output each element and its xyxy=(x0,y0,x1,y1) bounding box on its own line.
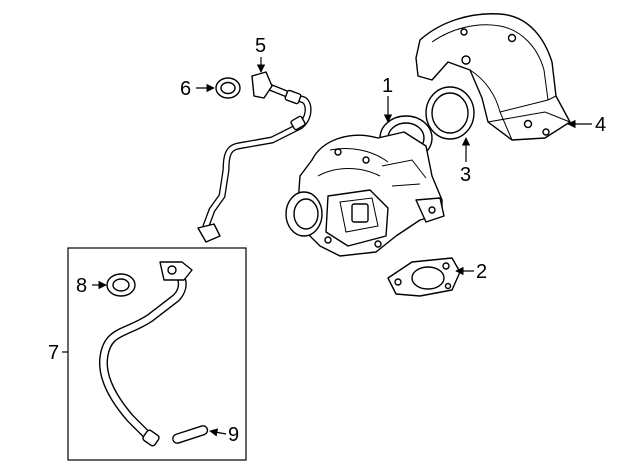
kit-box xyxy=(67,247,247,461)
leader-lines xyxy=(62,57,592,437)
flange-gasket xyxy=(387,257,461,297)
heat-shield xyxy=(415,13,571,141)
callout-2: 2 xyxy=(476,261,487,283)
callout-8: 8 xyxy=(76,275,87,297)
o-ring-8 xyxy=(106,273,136,297)
callout-6: 6 xyxy=(180,78,191,100)
callout-1: 1 xyxy=(382,75,393,97)
turbocharger xyxy=(285,115,445,257)
callout-5: 5 xyxy=(255,35,266,57)
sealing-washer-6 xyxy=(215,77,241,99)
oil-feed-line xyxy=(197,71,312,243)
callout-7: 7 xyxy=(48,342,59,364)
callout-4: 4 xyxy=(595,114,606,136)
oil-return-hose xyxy=(98,261,193,447)
callout-3: 3 xyxy=(460,164,471,186)
turbo-ring-gasket xyxy=(425,86,475,140)
callout-9: 9 xyxy=(228,424,239,446)
sleeve-9 xyxy=(172,425,209,444)
